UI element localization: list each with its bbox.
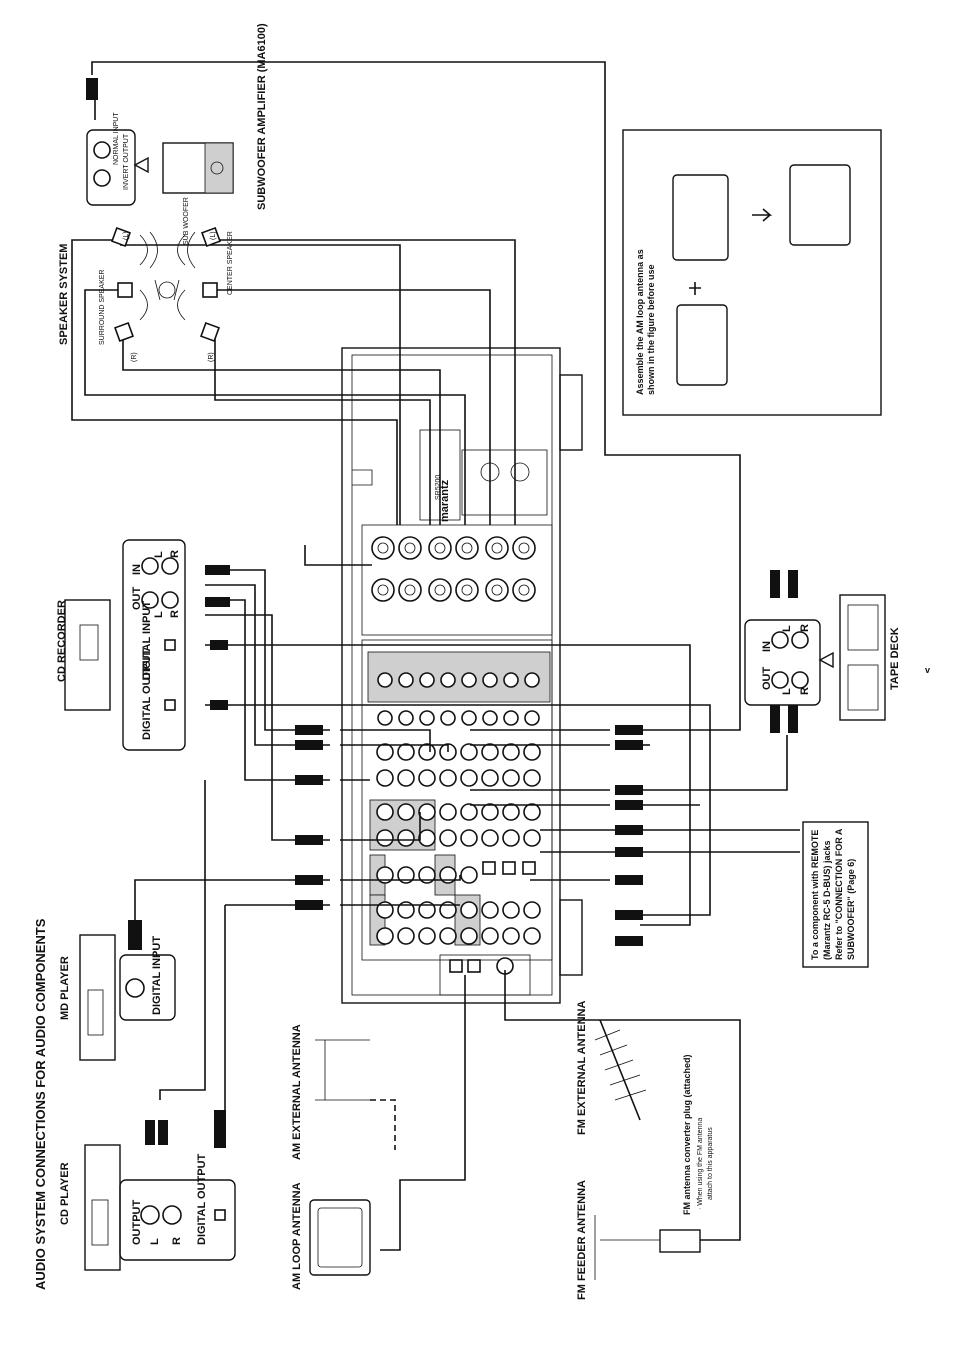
tape-deck: OUT IN L L R R TAPE DECK	[744, 594, 901, 721]
speaker-front-r-icon	[200, 322, 220, 342]
cd-recorder: CD RECORDER OUT IN L R L R DIGITAL INPUT…	[56, 539, 186, 751]
sub-woofer-label: SUB WOOFER	[183, 197, 190, 245]
speaker-label-l-1: (L)	[123, 231, 130, 240]
receiver-rear-panel: marantz SR5200	[341, 347, 583, 1004]
tape-l2-label: L	[781, 625, 793, 632]
listener-icon	[154, 279, 180, 301]
am-external-label: AM EXTERNAL ANTENNA	[291, 1024, 303, 1160]
fm-feeder-antenna-icon	[594, 1215, 660, 1280]
am-loop-label: AM LOOP ANTENNA	[291, 1182, 303, 1290]
cd-rec-l2-label: L	[153, 611, 165, 618]
am-antenna-step2-icon	[789, 164, 851, 246]
speaker-sub-l-icon	[201, 227, 221, 247]
remote-note: To a component with REMOTE (Marantz RC-5…	[802, 821, 869, 968]
cd-l-label: L	[149, 1238, 161, 1245]
am-assembly-box: Assemble the AM loop antenna as shown in…	[622, 129, 882, 416]
page-title: AUDIO SYSTEM CONNECTIONS FOR AUDIO COMPO…	[33, 918, 48, 1290]
fm-feeder-label: FM FEEDER ANTENNA	[576, 1180, 588, 1300]
speaker-label-l-2: (L)	[210, 231, 217, 240]
speaker-label-r-1: (R)	[131, 352, 138, 362]
speaker-system: SPEAKER SYSTEM (L) SUB WOOFER (L) SURROU…	[58, 197, 234, 362]
am-external-antenna-icon	[315, 1039, 370, 1101]
surround-speaker-label: SURROUND SPEAKER	[99, 270, 106, 345]
speaker-system-title: SPEAKER SYSTEM	[58, 244, 70, 345]
speaker-label-r-2: (R)	[208, 352, 215, 362]
cd-rec-l-label: L	[153, 551, 165, 558]
cd-recorder-name: CD RECORDER	[56, 600, 68, 682]
cd-rec-r2-label: R	[169, 610, 181, 618]
tape-l-label: L	[781, 688, 793, 695]
speaker-surround-icon	[117, 282, 133, 298]
md-player: AUDIO SYSTEM CONNECTIONS FOR AUDIO COMPO…	[33, 918, 176, 1290]
md-player-name: MD PLAYER	[59, 956, 71, 1020]
remote-note-line2: (Marantz RC-5 D-BUS) jacks	[822, 840, 832, 960]
speaker-front-l-icon	[111, 227, 131, 247]
model-label: SR5200	[435, 475, 442, 500]
remote-note-line3: Refer to "CONNECTION FOR A	[834, 828, 844, 960]
cd-rec-digital-input-label: DIGITAL INPUT	[141, 601, 153, 680]
cd-rec-out-label: OUT	[131, 587, 143, 611]
am-antenna-step0-icon	[676, 304, 728, 386]
speaker-center-icon	[202, 282, 218, 298]
am-loop-antenna-icon	[309, 1199, 371, 1276]
cd-digital-output-label: DIGITAL OUTPUT	[196, 1153, 208, 1245]
antennas: AM LOOP ANTENNA AM EXTERNAL ANTENNA FM E…	[291, 1001, 714, 1301]
fm-converter-label: FM antenna converter plug (attached)	[682, 1054, 692, 1215]
tape-r2-label: R	[799, 624, 811, 632]
page-number: v	[925, 665, 930, 675]
cd-output-label: OUTPUT	[131, 1200, 143, 1246]
fm-external-label: FM EXTERNAL ANTENNA	[576, 1001, 588, 1136]
cd-r-label: R	[171, 1237, 183, 1245]
speaker-terminals	[371, 536, 536, 602]
normal-input-label: NORMAL INPUT	[113, 112, 120, 165]
cd-rec-r-label: R	[169, 550, 181, 558]
speaker-rear-r-icon	[114, 322, 134, 342]
fm-note-line2: attach to this apparatus	[707, 1127, 714, 1200]
cd-rec-in-label: IN	[131, 564, 143, 575]
tape-deck-name: TAPE DECK	[889, 627, 901, 690]
subwoofer-amplifier: SUBWOOFER AMPLIFIER (MA6100)	[162, 23, 268, 210]
cd-player: CD PLAYER OUTPUT L R DIGITAL OUTPUT	[59, 1144, 236, 1271]
rca-plugs	[86, 78, 798, 1148]
fm-converter-plug-icon	[659, 1229, 701, 1253]
arrow-right-icon	[752, 208, 773, 222]
rca-jack-grid	[376, 672, 541, 945]
tape-out-label: OUT	[761, 667, 773, 691]
tape-in-label: IN	[761, 641, 773, 652]
center-speaker-label: CENTER SPEAKER	[227, 231, 234, 295]
am-antenna-step1-icon	[672, 174, 729, 261]
am-assembly-line1: Assemble the AM loop antenna as	[635, 249, 645, 395]
md-digital-input-label: DIGITAL INPUT	[151, 936, 163, 1015]
invert-output-label: INVERT OUTPUT	[123, 133, 130, 190]
remote-note-line4: SUBWOOFER" (Page 6)	[846, 859, 856, 960]
tape-r-label: R	[799, 687, 811, 695]
fm-external-antenna-icon	[594, 1019, 647, 1121]
remote-note-line1: To a component with REMOTE	[810, 830, 820, 960]
fm-note-line1: · When using the FM antenna	[697, 1118, 704, 1210]
cd-rec-digital-output-label: DIGITAL OUTPUT	[141, 648, 153, 740]
arrow-up-icon	[689, 282, 701, 295]
subwoofer-input-panel: NORMAL INPUT INVERT OUTPUT	[86, 112, 149, 206]
am-assembly-line2: shown in the figure before use	[646, 264, 656, 395]
brand-logo: marantz	[439, 479, 451, 522]
cd-player-name: CD PLAYER	[59, 1162, 71, 1225]
subwoofer-name: SUBWOOFER AMPLIFIER (MA6100)	[256, 23, 268, 210]
